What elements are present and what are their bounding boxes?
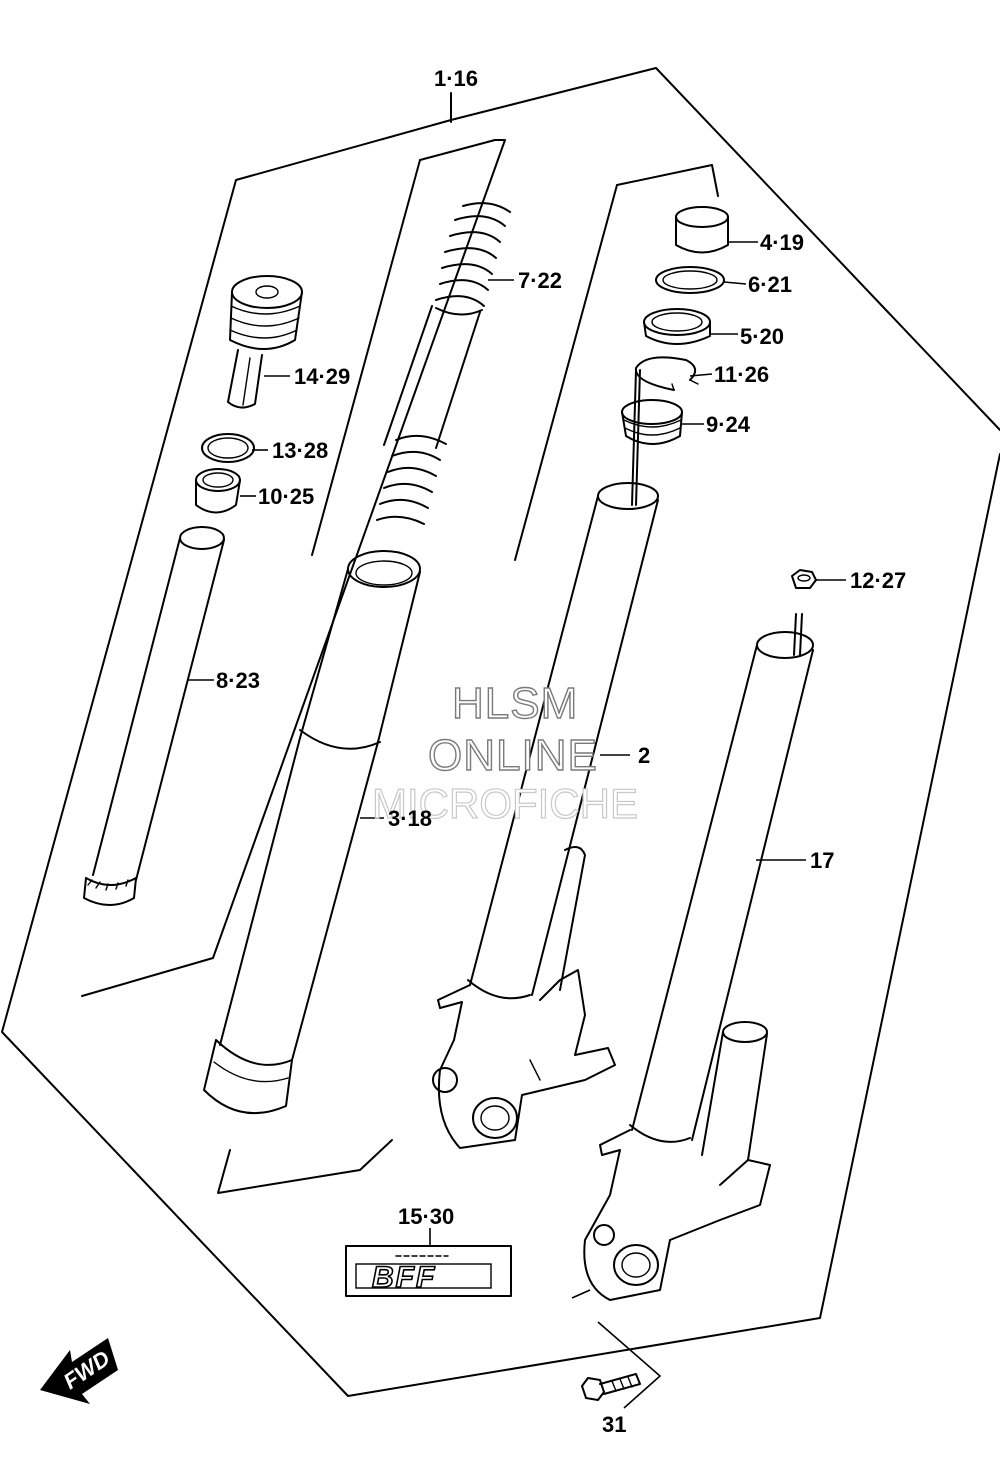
bolt [571,1289,662,1409]
inner-group-outline-left [81,139,506,997]
watermark-line2: ONLINE [428,731,598,780]
fwd-arrow: FWD [40,1338,118,1404]
part-labels: 1·16 4·19 6·21 5·20 11·26 9·24 7·22 14·2… [216,66,906,1437]
label-13-28: 13·28 [272,438,328,463]
label-31: 31 [602,1412,626,1437]
decal-text: BFF [372,1261,436,1294]
label-2: 2 [638,743,650,768]
label-9-24: 9·24 [706,412,751,437]
spacer-collar [195,468,241,514]
watermark-line3: MICROFICHE [372,780,638,827]
outer-tube [203,550,421,1115]
o-ring [201,433,255,463]
inner-group-outline-center [217,164,719,1194]
inner-tube [83,526,225,906]
o-ring-inner [207,437,249,459]
fork-leg-right [583,613,814,1301]
label-15-30: 15·30 [398,1204,454,1229]
leader-lines [188,241,846,861]
label-3-18: 3·18 [388,806,432,831]
label-14-29: 14·29 [294,364,350,389]
fork-spring-damper [376,202,511,525]
fork-cap-bolt [227,275,303,409]
label-17: 17 [810,848,834,873]
label-11-26: 11·26 [714,362,769,387]
label-7-22: 7·22 [518,268,562,293]
fork-leg-left [432,369,659,1149]
oil-seal [643,308,711,345]
assembly-outline [1,67,1000,1397]
label-5-20: 5·20 [740,324,784,349]
bushing [675,206,729,254]
label-assembly: 1·16 [434,66,478,91]
label-6-21: 6·21 [748,272,792,297]
flange-nut [791,569,817,589]
retaining-clip [634,356,699,391]
label-8-23: 8·23 [216,668,260,693]
label-12-27: 12·27 [850,568,906,593]
dust-seal [621,399,683,445]
label-4-19: 4·19 [760,230,804,255]
watermark: HLSM ONLINE MICROFICHE [371,678,638,827]
seal-washer [655,266,725,294]
bff-decal: BFF [345,1228,512,1297]
label-10-25: 10·25 [258,484,314,509]
watermark-line1: HLSM [452,679,578,728]
